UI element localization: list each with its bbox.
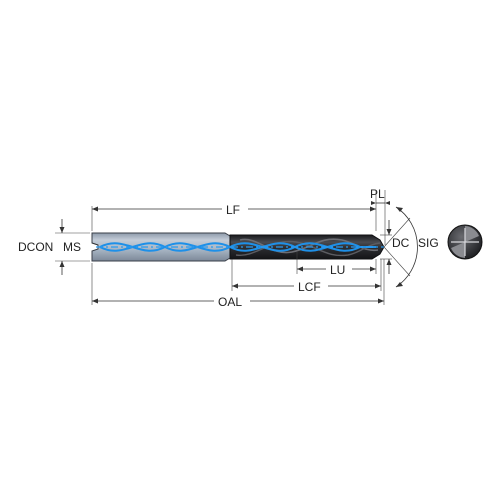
drill-end-view-icon bbox=[447, 224, 483, 260]
dcon-dimension bbox=[55, 219, 90, 275]
pl-label: PL bbox=[370, 187, 385, 201]
sig-angle bbox=[383, 206, 418, 288]
lcf-label: LCF bbox=[298, 280, 321, 294]
oal-label: OAL bbox=[218, 295, 242, 309]
sig-label: SIG bbox=[418, 236, 439, 250]
lf-label: LF bbox=[226, 203, 240, 217]
coolant-channels bbox=[96, 242, 384, 252]
dc-label: DC bbox=[392, 236, 410, 250]
dc-dimension bbox=[380, 220, 392, 274]
dcon-label: DCON bbox=[18, 240, 53, 254]
pl-dimension bbox=[371, 190, 390, 245]
lu-label: LU bbox=[330, 263, 345, 277]
ms-label: MS bbox=[63, 240, 81, 254]
